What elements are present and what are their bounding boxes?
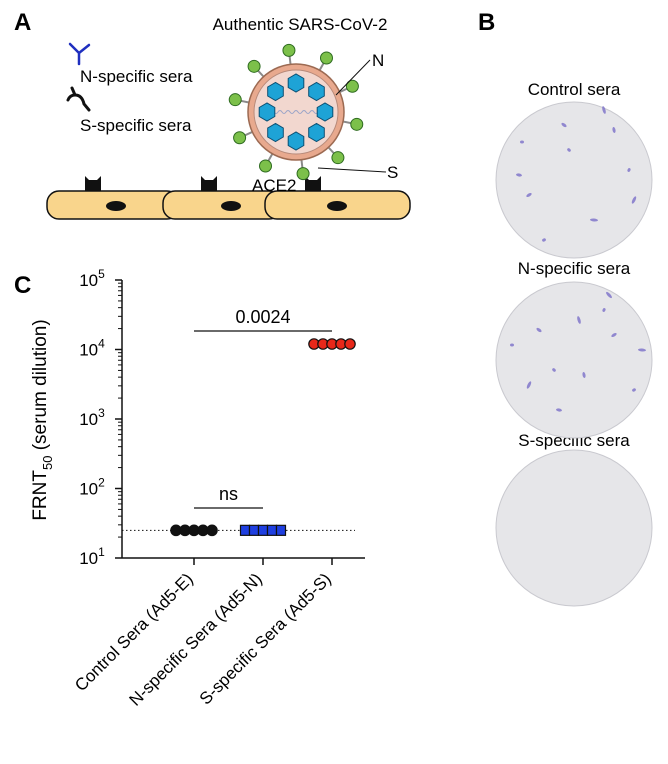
well-label-n: N-specific sera [518, 259, 631, 278]
spike-protein [345, 79, 359, 93]
stained-focus [510, 343, 514, 347]
x-tick-label: Control Sera (Ad5-E) [71, 569, 197, 695]
panel-a-title: Authentic SARS-CoV-2 [213, 15, 388, 34]
x-tick-label: N-specific Sera (Ad5-N) [125, 569, 265, 709]
nucleocapsid-protein [308, 81, 325, 102]
s-label: S [387, 163, 398, 182]
stained-focus [516, 173, 522, 177]
spike-protein [233, 131, 247, 145]
well-label-control: Control sera [528, 80, 621, 99]
stained-focus [590, 218, 598, 222]
data-point [248, 524, 260, 536]
panel-a-letter: A [14, 9, 31, 36]
significance-label: ns [219, 484, 238, 504]
stained-focus [602, 106, 606, 114]
stained-focus [556, 408, 562, 412]
stained-focus [632, 388, 636, 392]
n-label: N [372, 51, 384, 70]
y-tick-label: 102 [79, 476, 105, 499]
data-point [344, 338, 356, 350]
stained-focus [582, 372, 586, 378]
nucleocapsid-protein [308, 122, 325, 143]
y-axis-label: FRNT50 (serum dilution) [30, 319, 55, 520]
well-n-specific [495, 281, 653, 439]
y-tick-label: 105 [79, 267, 105, 290]
stained-focus [631, 196, 637, 204]
stained-focus [526, 381, 532, 389]
ace2-receptor [201, 176, 217, 191]
cell-layer: ACE2 [46, 176, 411, 220]
stained-focus [542, 238, 546, 242]
stained-focus [577, 316, 581, 324]
viral-rna [269, 110, 323, 114]
nucleocapsid-protein [287, 73, 305, 93]
spike-protein [247, 59, 261, 73]
receptors [85, 176, 321, 191]
spike-protein [259, 159, 273, 173]
spike-protein [228, 93, 242, 107]
stained-focus [606, 291, 612, 299]
ace2-label: ACE2 [252, 176, 296, 195]
nucleus [106, 201, 126, 211]
spike-protein [296, 167, 310, 181]
stained-focus [611, 332, 617, 338]
legend-n-label: N-specific sera [80, 67, 193, 86]
stained-focus [561, 122, 567, 128]
data-point [266, 524, 278, 536]
data-point [257, 524, 269, 536]
stained-focus [567, 148, 571, 152]
nucleocapsid-protein [258, 102, 276, 122]
stained-focus [552, 368, 556, 372]
stained-focus [638, 348, 646, 352]
nucleocapsid-protein [316, 102, 334, 122]
y-tick-label: 101 [79, 545, 105, 568]
stained-focus [526, 192, 532, 198]
panel-b: B Control sera N-specific sera S-specifi… [478, 9, 653, 607]
antibody-icon [68, 42, 91, 66]
antibody-icon [66, 86, 91, 112]
stained-focus [602, 308, 606, 312]
stained-focus [536, 327, 542, 333]
sars-cov-2-virion [228, 43, 364, 181]
s-pointer [317, 167, 387, 173]
nucleus [221, 201, 241, 211]
y-tick-label: 104 [79, 337, 105, 360]
stained-focus [520, 140, 524, 144]
data-point [206, 524, 218, 537]
nucleocapsid-protein [267, 81, 284, 102]
nucleocapsid-protein [267, 122, 284, 143]
spike-protein [350, 117, 364, 131]
stained-focus [612, 127, 616, 133]
well-control [495, 101, 653, 259]
spike-protein [319, 51, 333, 65]
panel-c-letter: C [14, 272, 31, 299]
n-pointer [335, 59, 371, 96]
spike-protein [331, 151, 345, 165]
panel-b-letter: B [478, 9, 495, 36]
legend-s-specific: S-specific sera [66, 86, 192, 135]
ace2-receptor [85, 176, 101, 191]
spike-protein [282, 43, 296, 57]
panel-c: C FRNT50 (serum dilution) 10110210310410… [14, 267, 365, 710]
y-tick-label: 103 [79, 406, 105, 429]
significance-label: 0.0024 [235, 307, 290, 327]
stained-focus [627, 168, 631, 172]
nucleocapsid-protein [287, 131, 305, 151]
well-s-specific [495, 449, 653, 607]
x-tick-label: S-specific Sera (Ad5-S) [196, 569, 335, 708]
legend-s-label: S-specific sera [80, 116, 192, 135]
legend-n-specific: N-specific sera [68, 42, 193, 86]
ace2-receptor [305, 176, 321, 191]
data-point [239, 524, 251, 536]
nucleus [327, 201, 347, 211]
data-point [275, 524, 287, 536]
panel-a: A Authentic SARS-CoV-2 N-specific sera S… [14, 9, 411, 220]
well-label-s: S-specific sera [518, 431, 630, 450]
foci-layer [510, 106, 646, 412]
